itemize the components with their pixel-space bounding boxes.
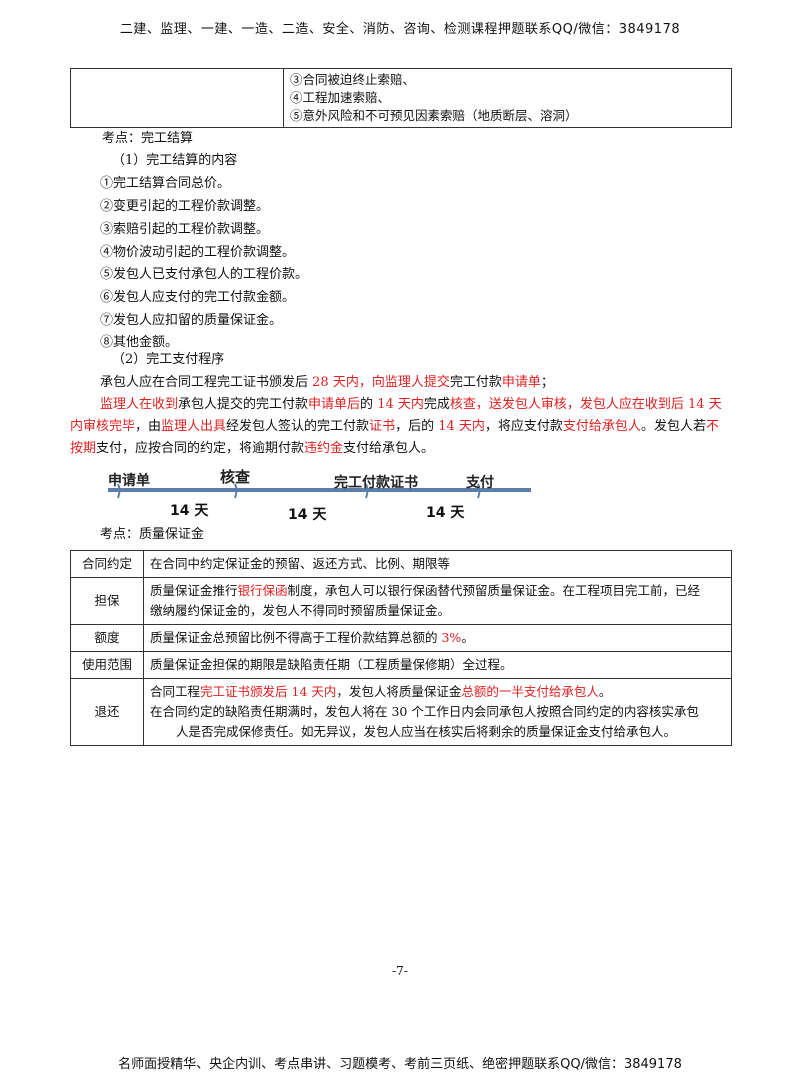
list-item: ①完工结算合同总价。 xyxy=(100,176,231,191)
list-item: ③索赔引起的工程价款调整。 xyxy=(100,222,270,237)
quality-deposit-table: 合同约定 在合同中约定保证金的预留、返还方式、比例、期限等 担保 质量保证金推行… xyxy=(70,550,732,746)
row-key-guarantee: 担保 xyxy=(70,577,144,625)
table-row: 合同约定 在合同中约定保证金的预留、返还方式、比例、期限等 xyxy=(70,550,732,578)
claims-line-5: ⑤意外风险和不可预见因素索赔（地质断层、溶洞） xyxy=(290,108,578,123)
row-value-contract: 在合同中约定保证金的预留、返还方式、比例、期限等 xyxy=(143,550,732,578)
list-item: ⑦发包人应扣留的质量保证金。 xyxy=(100,313,283,328)
kaodian-quality-deposit: 考点：质量保证金 xyxy=(100,527,205,542)
claims-table-content-cell: ③合同被迫终止索赔、 ④工程加速索赔、 ⑤意外风险和不可预见因素索赔（地质断层、… xyxy=(283,68,732,128)
flow-step-certificate: 完工付款证书 xyxy=(334,475,418,491)
row-value-scope: 质量保证金担保的期限是缺陷责任期（工程质量保修期）全过程。 xyxy=(143,651,732,679)
claims-table: ③合同被迫终止索赔、 ④工程加速索赔、 ⑤意外风险和不可预见因素索赔（地质断层、… xyxy=(70,68,732,128)
row-value-guarantee: 质量保证金推行银行保函制度，承包人可以银行保函替代预留质量保证金。在工程项目完工… xyxy=(143,577,732,625)
page-header: 二建、监理、一建、一造、二造、安全、消防、咨询、检测课程押题联系QQ/微信：38… xyxy=(119,22,681,37)
row-key-scope: 使用范围 xyxy=(70,651,144,679)
flow-interval: 14 天 xyxy=(426,505,465,521)
flow-step-apply: 申请单 xyxy=(108,473,150,489)
list-item: ⑧其他金额。 xyxy=(100,335,179,350)
list-item: ②变更引起的工程价款调整。 xyxy=(100,199,270,214)
flow-interval: 14 天 xyxy=(170,503,209,519)
payment-procedure-para-2-line-2: 内审核完毕，由监理人出具经发包人签认的完工付款证书，后的 14 天内，将应支付款… xyxy=(70,419,719,434)
table-row: 额度 质量保证金总预留比例不得高于工程价款结算总额的 3%。 xyxy=(70,624,732,652)
payment-flow-diagram: 申请单 核查 完工付款证书 支付 14 天 14 天 14 天 xyxy=(108,468,533,530)
table-row: 退还 合同工程完工证书颁发后 14 天内，发包人将质量保证金总额的一半支付给承包… xyxy=(70,678,732,746)
table-row: 担保 质量保证金推行银行保函制度，承包人可以银行保函替代预留质量保证金。在工程项… xyxy=(70,577,732,625)
flow-svg xyxy=(108,483,531,499)
flow-tick xyxy=(234,483,238,499)
row-value-amount: 质量保证金总预留比例不得高于工程价款结算总额的 3%。 xyxy=(143,624,732,652)
flow-interval: 14 天 xyxy=(288,507,327,523)
payment-procedure-para-2-line-1: 监理人在收到承包人提交的完工付款申请单后的 14 天内完成核查，送发包人审核，发… xyxy=(100,397,722,412)
payment-procedure-para-2-line-3: 按期支付，应按合同的约定，将逾期付款违约金支付给承包人。 xyxy=(70,441,435,456)
list-item: ⑥发包人应支付的完工付款金额。 xyxy=(100,290,296,305)
payment-procedure-para-1: 承包人应在合同工程完工证书颁发后 28 天内，向监理人提交完工付款申请单； xyxy=(100,375,554,390)
claims-line-3: ③合同被迫终止索赔、 xyxy=(290,72,416,87)
flow-tick xyxy=(117,483,121,499)
section-2-title: （2）完工支付程序 xyxy=(112,352,225,367)
page-number: -7- xyxy=(392,964,408,978)
section-1-title: （1）完工结算的内容 xyxy=(112,153,238,168)
row-key-amount: 额度 xyxy=(70,624,144,652)
flow-step-review: 核查 xyxy=(220,468,251,486)
flow-tick xyxy=(477,483,481,499)
table-row: 使用范围 质量保证金担保的期限是缺陷责任期（工程质量保修期）全过程。 xyxy=(70,651,732,679)
row-key-return: 退还 xyxy=(70,678,144,746)
list-item: ⑤发包人已支付承包人的工程价款。 xyxy=(100,267,309,282)
row-value-return: 合同工程完工证书颁发后 14 天内，发包人将质量保证金总额的一半支付给承包人。 … xyxy=(143,678,732,746)
claims-table-empty-cell xyxy=(70,68,284,128)
kaodian-completion-settlement: 考点：完工结算 xyxy=(102,131,194,146)
page-footer: 名师面授精华、央企内训、考点串讲、习题模考、考前三页纸、绝密押题联系QQ/微信：… xyxy=(118,1057,682,1072)
claims-line-4: ④工程加速索赔、 xyxy=(290,90,391,105)
list-item: ④物价波动引起的工程价款调整。 xyxy=(100,245,296,260)
flow-tick xyxy=(365,483,369,499)
flow-step-pay: 支付 xyxy=(466,475,494,491)
row-key-contract: 合同约定 xyxy=(70,550,144,578)
